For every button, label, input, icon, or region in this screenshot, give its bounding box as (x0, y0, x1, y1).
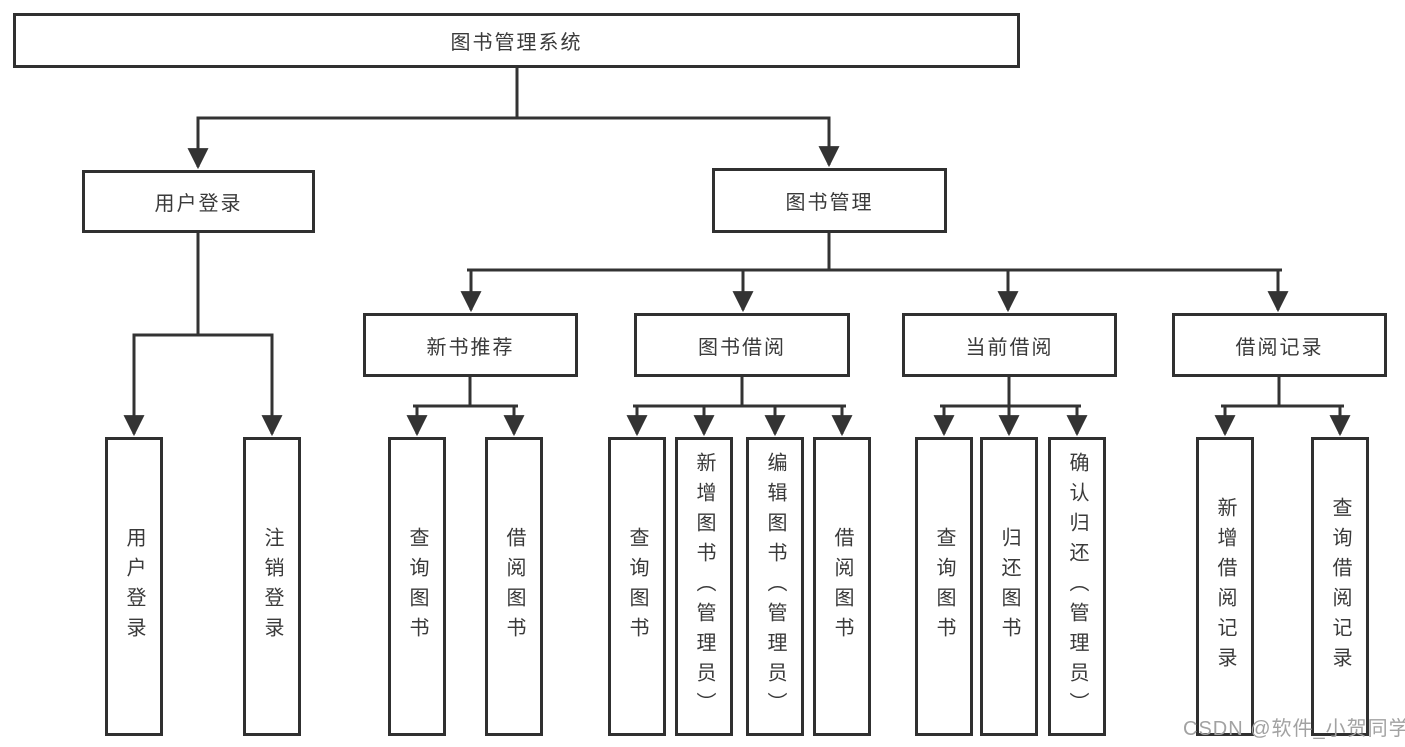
csdn-watermark: CSDN @软件_小贺同学 (1183, 718, 1405, 740)
node-label: 当前借阅 (965, 336, 1054, 359)
node-label: 新增图书（管理员） (693, 451, 715, 722)
node-label: 用户登录 (123, 526, 145, 647)
leaf-confirm-return-admin: 确认归还（管理员） (1048, 437, 1106, 736)
leaf-query-books-recommend: 查询图书 (388, 437, 446, 736)
node-new-book-recommendation: 新书推荐 (363, 313, 578, 377)
node-label: 查询图书 (626, 526, 648, 647)
node-label: 图书管理 (785, 192, 874, 214)
leaf-add-book-admin: 新增图书（管理员） (675, 437, 733, 736)
leaf-user-login: 用户登录 (105, 437, 163, 736)
leaf-query-borrow-record: 查询借阅记录 (1311, 437, 1369, 736)
node-label: 借阅图书 (503, 526, 525, 647)
leaf-borrow-books-recommend: 借阅图书 (485, 437, 543, 736)
node-library-management-system: 图书管理系统 (13, 13, 1020, 68)
leaf-edit-book-admin: 编辑图书（管理员） (746, 437, 804, 736)
leaf-borrow-books: 借阅图书 (813, 437, 871, 736)
node-user-login: 用户登录 (82, 170, 315, 233)
leaf-query-books-current: 查询图书 (915, 437, 973, 736)
node-label: 注销登录 (261, 526, 283, 647)
leaf-logout: 注销登录 (243, 437, 301, 736)
node-label: 查询图书 (406, 526, 428, 647)
node-label: 确认归还（管理员） (1066, 451, 1088, 722)
node-label: 编辑图书（管理员） (764, 451, 786, 722)
node-label: 图书借阅 (698, 336, 786, 359)
node-book-management: 图书管理 (712, 168, 947, 233)
node-current-borrowing: 当前借阅 (902, 313, 1117, 377)
leaf-add-borrow-record: 新增借阅记录 (1196, 437, 1254, 736)
node-book-borrowing: 图书借阅 (634, 313, 850, 377)
node-label: 查询图书 (933, 526, 955, 647)
leaf-query-books-borrowing: 查询图书 (608, 437, 666, 736)
node-borrowing-records: 借阅记录 (1172, 313, 1387, 377)
node-label: 借阅图书 (831, 526, 853, 647)
node-label: 新增借阅记录 (1214, 496, 1236, 677)
node-label: 新书推荐 (426, 336, 515, 359)
node-label: 归还图书 (998, 526, 1020, 647)
node-label: 查询借阅记录 (1329, 496, 1351, 677)
node-label: 借阅记录 (1235, 336, 1324, 359)
leaf-return-books: 归还图书 (980, 437, 1038, 736)
node-label: 图书管理系统 (450, 32, 583, 54)
node-label: 用户登录 (154, 193, 243, 215)
